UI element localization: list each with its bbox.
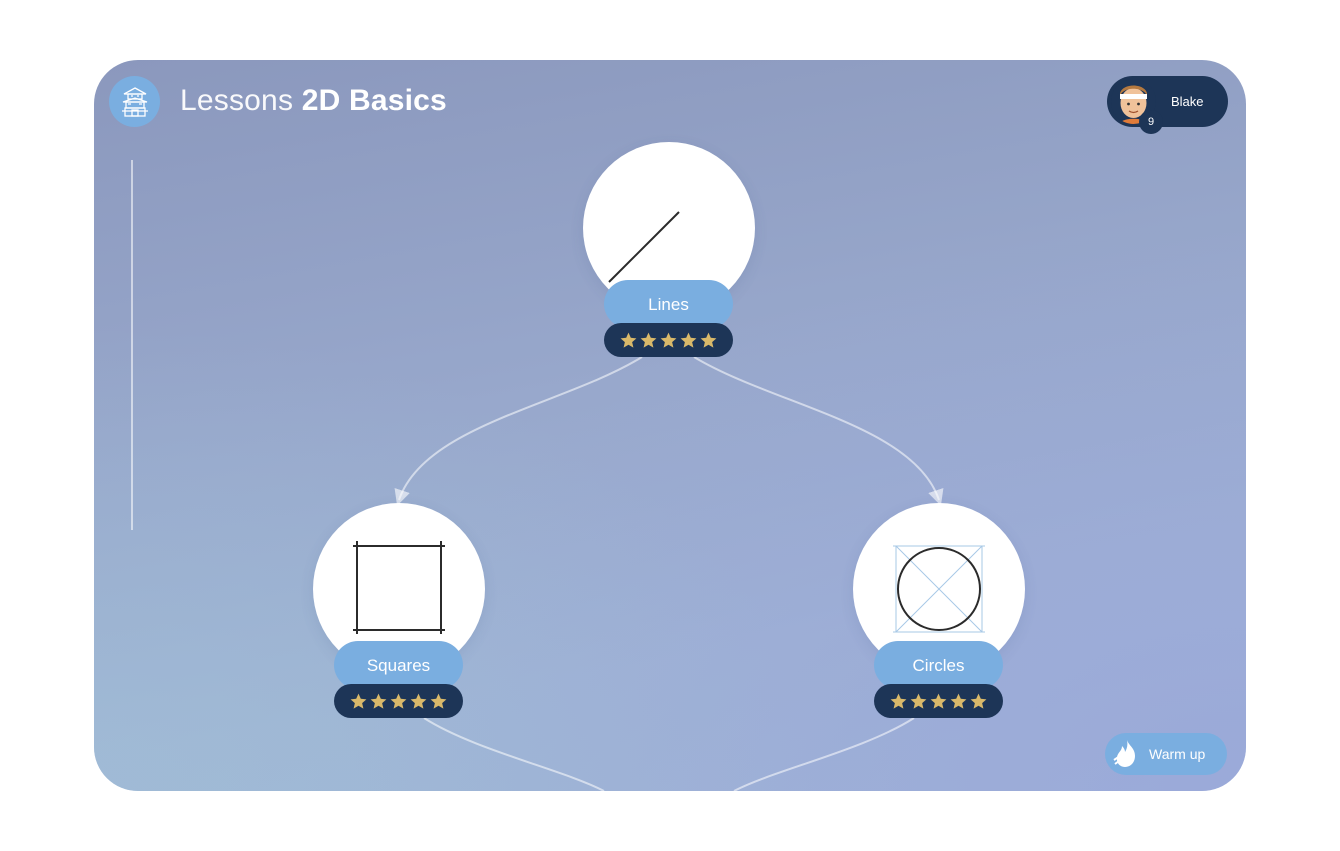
user-name: Blake bbox=[1171, 94, 1204, 109]
page-title-course: 2D Basics bbox=[301, 84, 447, 117]
progress-rail bbox=[131, 160, 133, 530]
connector-squares-next bbox=[423, 717, 605, 791]
lesson-card-lines[interactable]: Lines bbox=[583, 142, 755, 358]
circle-icon bbox=[893, 545, 985, 633]
star-icon bbox=[890, 693, 907, 709]
lesson-label: Squares bbox=[334, 641, 463, 689]
star-icon bbox=[680, 332, 697, 348]
lesson-stars bbox=[604, 323, 733, 357]
star-icon bbox=[950, 693, 967, 709]
connector-lines-squares bbox=[394, 356, 643, 506]
lesson-label: Lines bbox=[604, 280, 733, 328]
lesson-stars bbox=[334, 684, 463, 718]
app-window: Lessons 2D Basics 9 Blake Lines bbox=[94, 60, 1246, 791]
page-title-section: Lessons bbox=[180, 84, 294, 117]
connector-lines-circles bbox=[693, 356, 944, 506]
lesson-stars bbox=[874, 684, 1003, 718]
star-icon bbox=[700, 332, 717, 348]
home-button[interactable] bbox=[109, 76, 160, 127]
star-icon bbox=[350, 693, 367, 709]
line-icon bbox=[608, 211, 680, 283]
lesson-card-circles[interactable]: Circles bbox=[853, 503, 1025, 719]
temple-icon bbox=[121, 86, 148, 117]
user-level-badge: 9 bbox=[1139, 110, 1163, 134]
star-icon bbox=[620, 332, 637, 348]
star-icon bbox=[430, 693, 447, 709]
page-title: Lessons 2D Basics bbox=[180, 84, 447, 118]
flame-icon bbox=[1113, 740, 1135, 767]
star-icon bbox=[910, 693, 927, 709]
lesson-card-squares[interactable]: Squares bbox=[313, 503, 485, 719]
star-icon bbox=[410, 693, 427, 709]
star-icon bbox=[660, 332, 677, 348]
square-icon bbox=[353, 541, 445, 634]
star-icon bbox=[970, 693, 987, 709]
lesson-connectors bbox=[394, 356, 944, 791]
warm-up-label: Warm up bbox=[1149, 746, 1206, 762]
lesson-label: Circles bbox=[874, 641, 1003, 689]
connector-circles-next bbox=[733, 717, 915, 791]
star-icon bbox=[640, 332, 657, 348]
star-icon bbox=[390, 693, 407, 709]
star-icon bbox=[930, 693, 947, 709]
user-profile-button[interactable]: 9 Blake bbox=[1107, 76, 1228, 134]
star-icon bbox=[370, 693, 387, 709]
warm-up-button[interactable]: Warm up bbox=[1105, 733, 1227, 775]
